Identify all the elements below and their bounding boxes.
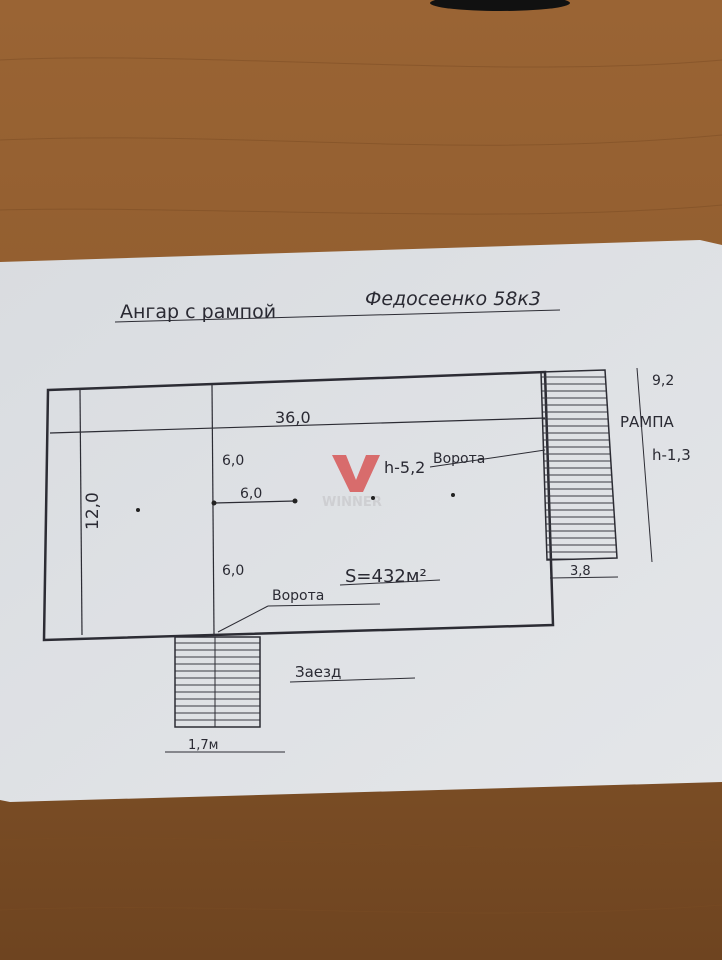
entry-label: Заезд <box>295 663 341 681</box>
front-gate-arrow <box>217 605 269 633</box>
entry-width-label: 1,7м <box>188 738 218 753</box>
address: Федосеенко 58к3 <box>365 288 541 310</box>
span-label: 6,0 <box>240 486 262 502</box>
dark-object <box>430 0 570 11</box>
half-bottom-label: 6,0 <box>222 563 244 579</box>
ramp-label: РАМПА <box>620 413 675 431</box>
width-label: 12,0 <box>83 492 103 530</box>
watermark-text: WINNER <box>322 495 382 510</box>
ramp-height-label: h-1,3 <box>652 446 691 464</box>
watermark-logo: WINNER <box>322 455 382 510</box>
column <box>451 493 455 497</box>
area-underline <box>339 579 441 586</box>
ramp-length-line <box>636 367 653 563</box>
side-gate-label: Ворота <box>433 451 485 467</box>
hangar-outline <box>42 370 555 642</box>
column <box>371 496 375 500</box>
wood-grain <box>0 57 722 914</box>
length-dimension-line <box>49 417 546 434</box>
length-label: 36,0 <box>275 408 311 427</box>
front-gate-pointer <box>267 603 381 607</box>
ramp-length-label: 9,2 <box>652 373 674 389</box>
column <box>211 500 217 506</box>
title: Ангар с рампой <box>120 301 276 323</box>
ramp-width-line <box>549 576 619 579</box>
ramp <box>540 369 618 561</box>
column <box>136 508 140 512</box>
center-line <box>211 384 215 636</box>
front-gate-label: Ворота <box>272 588 324 604</box>
ramp-width-label: 3,8 <box>570 564 591 579</box>
width-dimension-line <box>79 389 83 636</box>
entry-pointer <box>289 677 416 683</box>
height-label: h-5,2 <box>384 458 425 477</box>
span-line <box>213 500 296 504</box>
side-gate-pointer <box>429 449 546 468</box>
entry-ramp <box>174 636 261 728</box>
half-top-label: 6,0 <box>222 453 244 469</box>
column <box>292 498 298 504</box>
title-underline <box>114 309 561 323</box>
